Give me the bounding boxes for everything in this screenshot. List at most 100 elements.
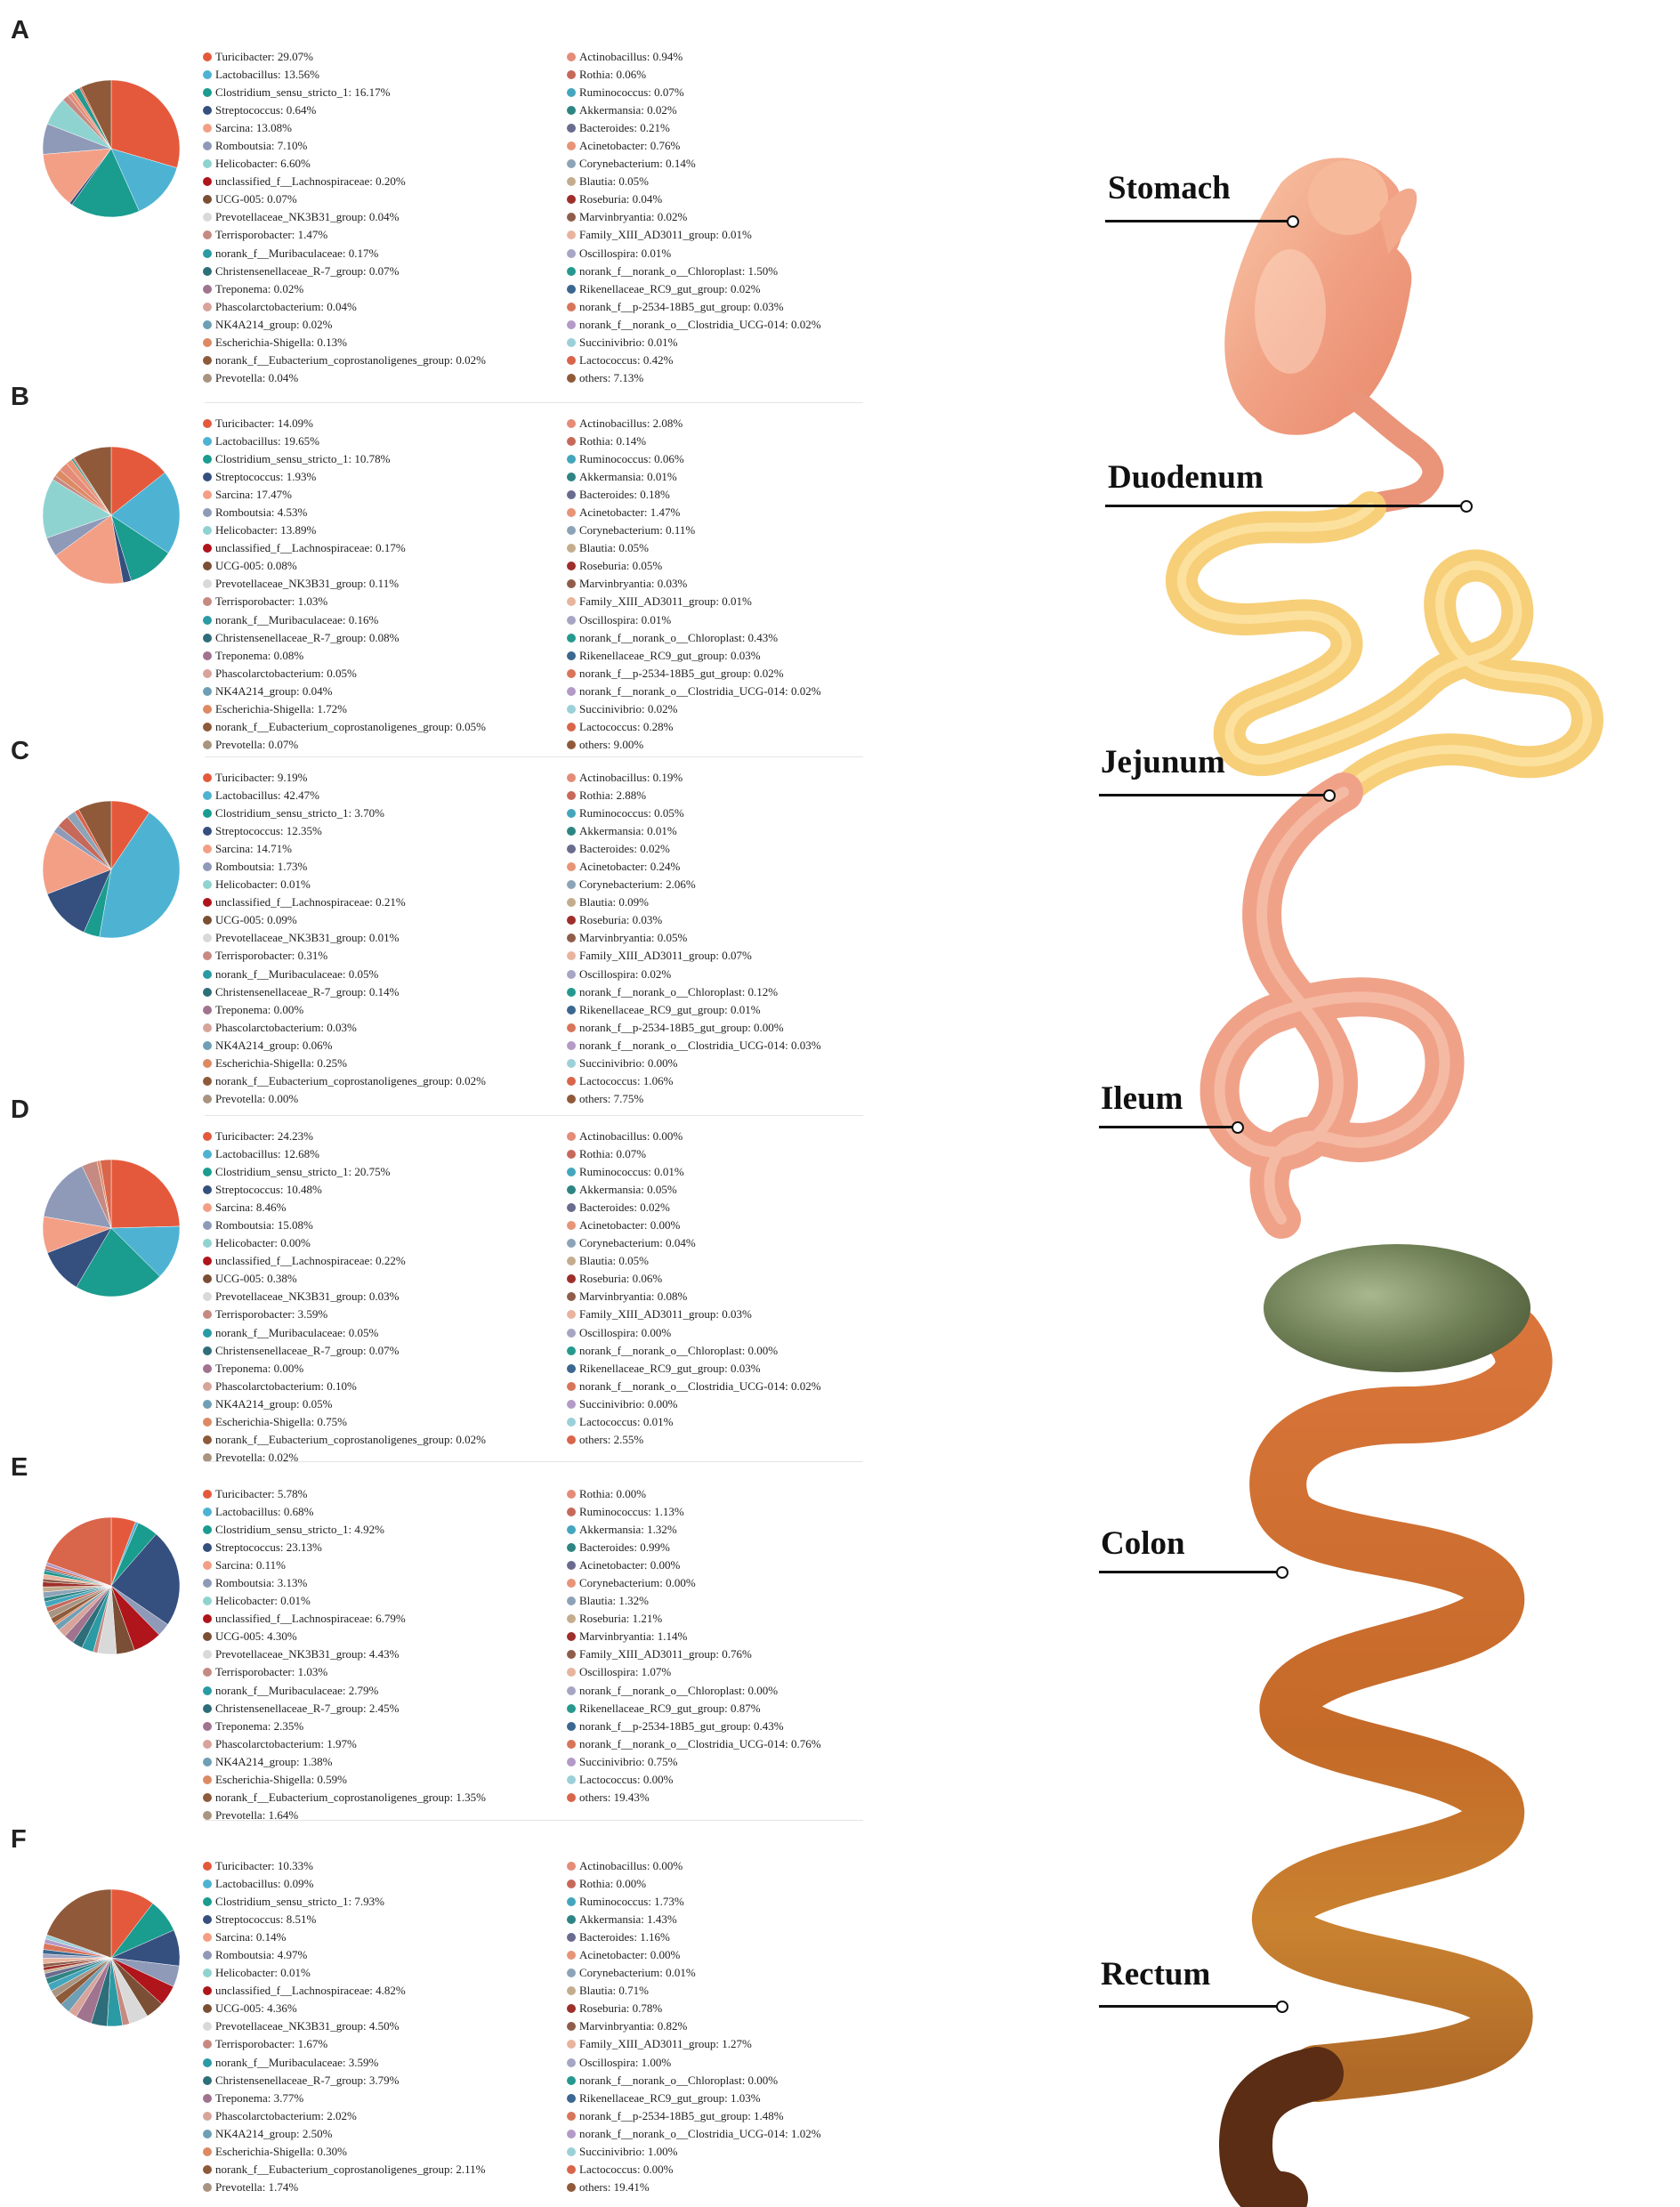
legend-label: Marvinbryantia: 0.08% <box>579 1289 688 1304</box>
legend-label: Rothia: 0.14% <box>579 434 647 449</box>
legend-item: Sarcina: 0.14% <box>203 1928 486 1946</box>
legend-label: norank_f__norank_o__Clostridia_UCG-014: … <box>579 683 821 698</box>
legend-swatch <box>567 106 576 116</box>
legend-item: UCG-005: 0.38% <box>203 1270 486 1288</box>
legend-label: Blautia: 1.32% <box>579 1594 649 1608</box>
legend-swatch <box>567 987 576 997</box>
legend-swatch <box>203 1328 212 1338</box>
legend-swatch <box>203 1040 212 1050</box>
legend-swatch <box>567 373 576 383</box>
legend-swatch <box>567 740 576 749</box>
legend-swatch <box>567 579 576 589</box>
legend-item: norank_f__Muribaculaceae: 2.79% <box>203 1682 486 1700</box>
legend-swatch <box>567 1399 576 1409</box>
legend-label: Corynebacterium: 0.04% <box>579 1236 696 1250</box>
legend-label: Christensenellaceae_R-7_group: 0.08% <box>215 630 400 644</box>
legend-item: Lactococcus: 0.00% <box>567 2161 821 2179</box>
legend-swatch <box>203 1435 212 1444</box>
legend-label: Roseburia: 0.03% <box>579 913 663 927</box>
legend-label: Marvinbryantia: 0.03% <box>579 577 688 591</box>
legend-label: Acinetobacter: 0.00% <box>579 1558 681 1572</box>
legend-swatch <box>567 1346 576 1355</box>
legend-swatch <box>203 1274 212 1284</box>
legend-item: Lactococcus: 1.06% <box>567 1072 821 1090</box>
legend-swatch <box>567 177 576 187</box>
panel-letter: C <box>11 737 29 765</box>
legend-swatch <box>567 1703 576 1713</box>
legend-item: Terrisporobacter: 0.31% <box>203 947 486 965</box>
legend-label: norank_f__norank_o__Chloroplast: 0.43% <box>579 630 779 644</box>
legend-label: norank_f__Muribaculaceae: 0.17% <box>215 246 379 260</box>
legend-label: Prevotella: 1.74% <box>215 2179 299 2194</box>
legend-swatch <box>203 1221 212 1231</box>
legend-item: Turicibacter: 29.07% <box>203 48 486 66</box>
jejunum-shape <box>1166 491 1603 808</box>
legend-item: Terrisporobacter: 1.67% <box>203 2035 486 2053</box>
legend-item: Phascolarctobacterium: 2.02% <box>203 2107 486 2125</box>
legend-swatch <box>203 1933 212 1943</box>
legend-swatch <box>567 686 576 696</box>
legend-label: norank_f__Muribaculaceae: 2.79% <box>215 1683 379 1697</box>
legend-label: Prevotellaceae_NK3B31_group: 0.11% <box>215 577 400 591</box>
legend-label: Akkermansia: 1.43% <box>579 1912 677 1927</box>
legend-label: Rikenellaceae_RC9_gut_group: 0.01% <box>579 1002 761 1016</box>
legend-item: Roseburia: 1.21% <box>567 1610 821 1628</box>
legend-item: norank_f__norank_o__Clostridia_UCG-014: … <box>567 316 821 334</box>
legend-label: Family_XIII_AD3011_group: 0.76% <box>579 1647 752 1661</box>
legend-item: Oscillospira: 0.01% <box>567 611 821 629</box>
legend-item: unclassified_f__Lachnospiraceae: 4.82% <box>203 1982 486 2000</box>
legend-swatch <box>203 704 212 714</box>
legend-item: Lactobacillus: 0.09% <box>203 1875 486 1893</box>
legend-item: Streptococcus: 1.93% <box>203 468 486 486</box>
colon-shape <box>1249 1306 1553 2102</box>
legend-label: Christensenellaceae_R-7_group: 0.07% <box>215 1343 400 1357</box>
legend-label: Succinivibrio: 1.00% <box>579 2144 678 2158</box>
legend-swatch <box>203 1150 212 1160</box>
legend-label: Turicibacter: 14.09% <box>215 416 313 430</box>
legend-item: Terrisporobacter: 1.03% <box>203 593 486 610</box>
legend-swatch <box>203 1508 212 1517</box>
legend-swatch <box>567 1417 576 1427</box>
legend-item: Helicobacter: 0.01% <box>203 876 486 893</box>
legend-item: Rothia: 0.00% <box>567 1485 821 1503</box>
pie-slice <box>110 472 180 554</box>
legend-label: Clostridium_sensu_stricto_1: 10.78% <box>215 452 391 466</box>
legend-swatch <box>203 1579 212 1589</box>
legend-item: Rothia: 0.00% <box>567 1875 821 1893</box>
panel-divider <box>205 1461 863 1462</box>
legend-swatch <box>203 1969 212 1978</box>
legend-swatch <box>567 1363 576 1373</box>
legend-swatch <box>567 880 576 890</box>
legend-item: Oscillospira: 0.00% <box>567 1324 821 1342</box>
legend-swatch <box>567 2022 576 2032</box>
legend-swatch <box>203 544 212 554</box>
legend-label: Roseburia: 0.04% <box>579 192 663 206</box>
legend-label: Lactococcus: 0.42% <box>579 352 674 367</box>
pie-chart-b <box>43 447 180 584</box>
pie-slice <box>110 1533 180 1625</box>
legend-item: Ruminococcus: 0.06% <box>567 450 821 468</box>
legend-label: Helicobacter: 0.01% <box>215 1966 311 1980</box>
pie-slice <box>43 148 112 204</box>
legend-label: Rikenellaceae_RC9_gut_group: 0.02% <box>579 281 761 295</box>
pie-chart-c <box>43 801 180 938</box>
legend-swatch <box>567 1915 576 1925</box>
label-rectum: Rectum <box>1101 1956 1211 1993</box>
pie-slice <box>110 80 180 168</box>
legend-label: unclassified_f__Lachnospiraceae: 0.20% <box>215 174 406 189</box>
legend-label: Streptococcus: 8.51% <box>215 1912 317 1927</box>
legend-label: Escherichia-Shigella: 0.75% <box>215 1414 348 1428</box>
legend-item: Prevotellaceae_NK3B31_group: 0.04% <box>203 208 486 226</box>
legend-swatch <box>203 2022 212 2032</box>
legend-swatch <box>567 2093 576 2103</box>
legend-swatch <box>203 1951 212 1960</box>
legend-item: Treponema: 3.77% <box>203 2090 486 2107</box>
legend-column-right: Actinobacillus: 0.00%Rothia: 0.07%Rumino… <box>567 1128 821 1449</box>
legend-swatch <box>567 1668 576 1677</box>
legend-label: Prevotellaceae_NK3B31_group: 0.03% <box>215 1289 400 1304</box>
legend-label: Akkermansia: 0.01% <box>579 470 677 484</box>
legend-swatch <box>203 1986 212 1996</box>
legend-swatch <box>203 597 212 607</box>
legend-swatch <box>567 284 576 294</box>
legend-item: Phascolarctobacterium: 1.97% <box>203 1735 486 1753</box>
